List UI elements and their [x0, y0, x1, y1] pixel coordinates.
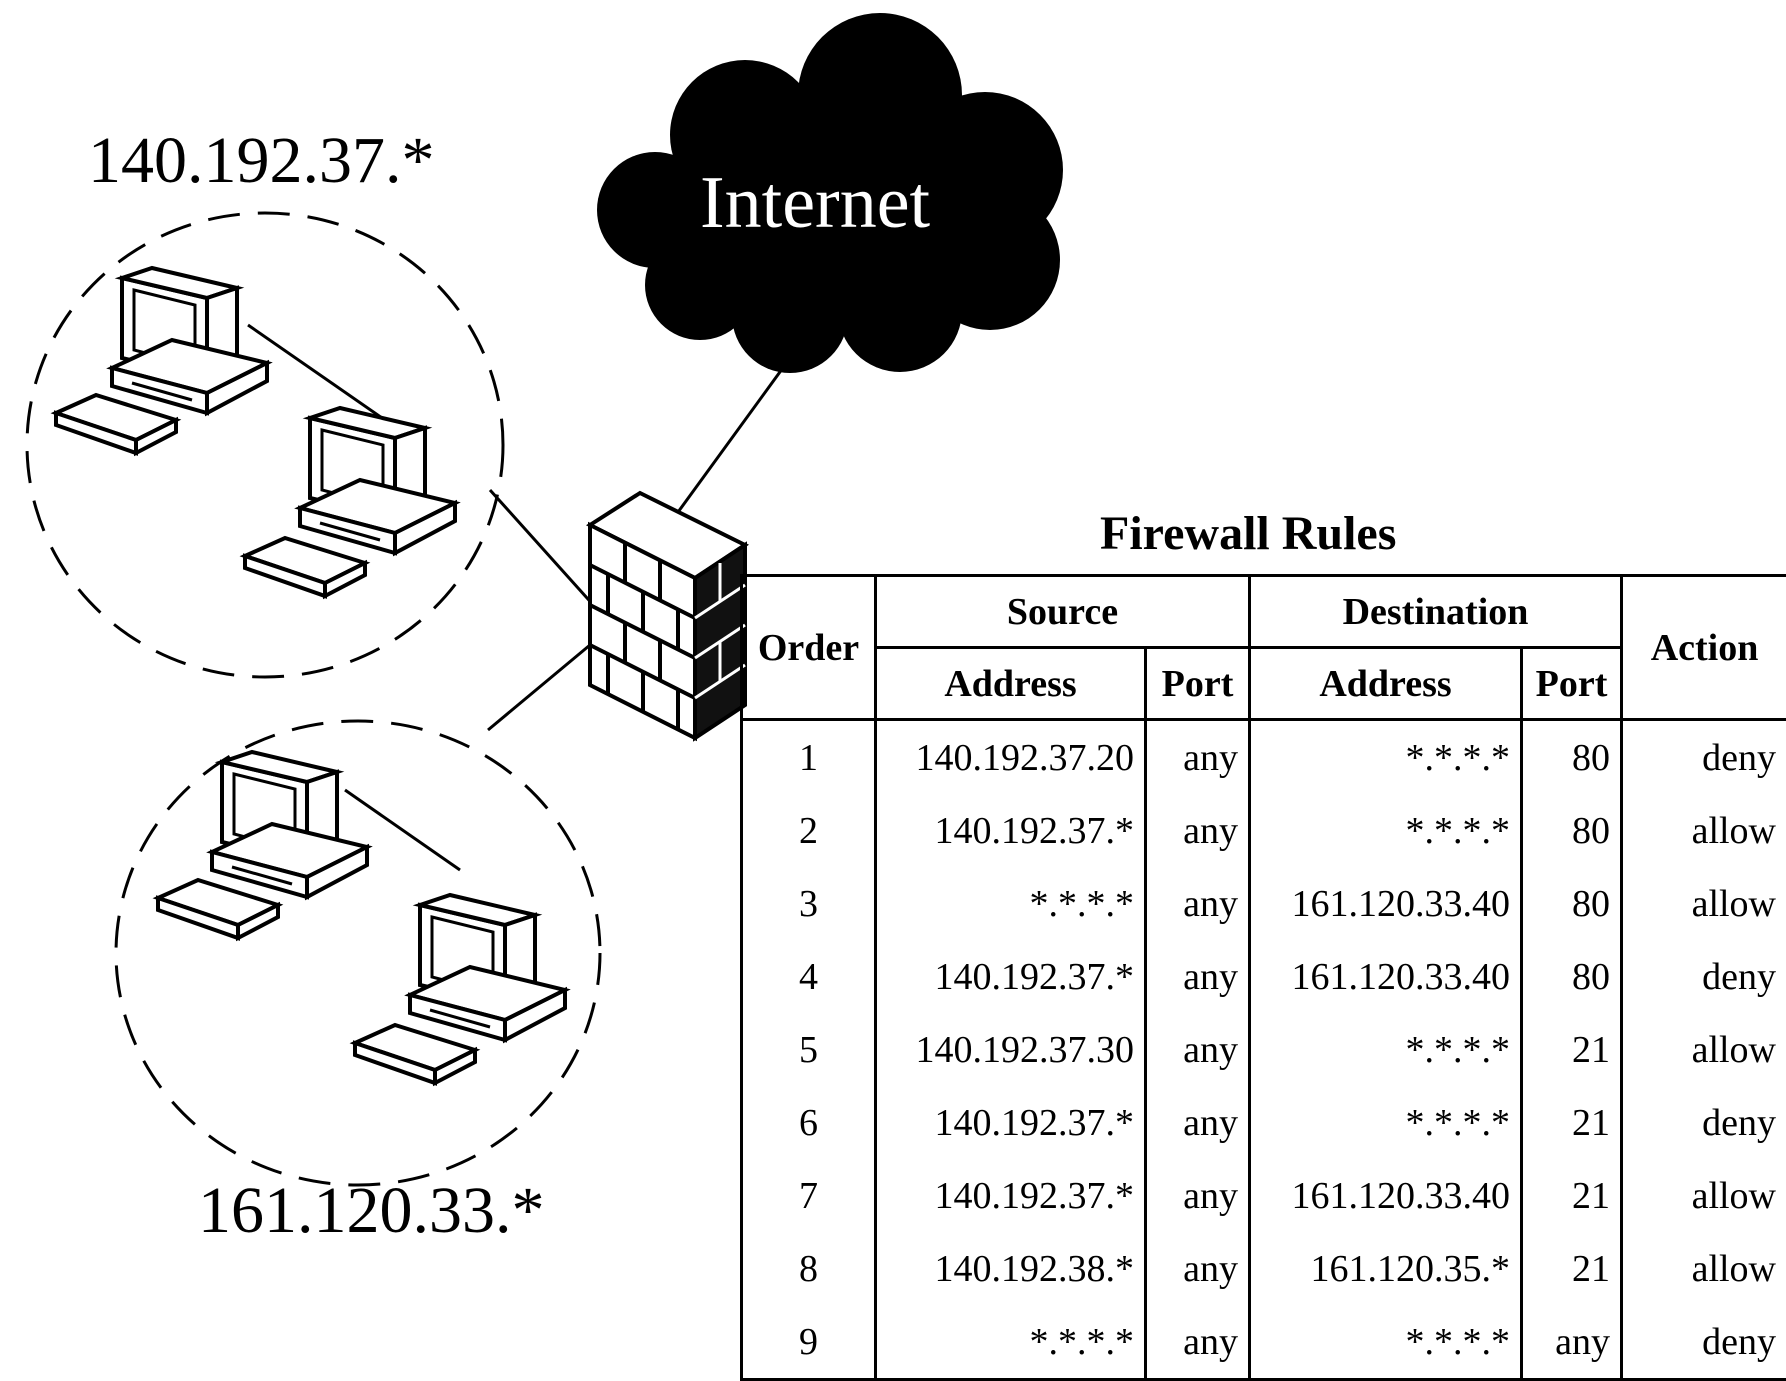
firewall-rules-table: Order Source Destination Action Address …	[740, 574, 1786, 1381]
source-port-cell: any	[1146, 720, 1250, 795]
source-port-cell: any	[1146, 1013, 1250, 1086]
action-cell: deny	[1622, 1305, 1786, 1380]
source-address-cell: 140.192.37.*	[876, 1159, 1146, 1232]
rule-order-cell: 1	[742, 720, 876, 795]
destination-address-cell: 161.120.33.40	[1250, 940, 1522, 1013]
source-port-cell: any	[1146, 1086, 1250, 1159]
header-destination-port: Port	[1522, 648, 1622, 720]
table-title: Firewall Rules	[1100, 510, 1396, 558]
firewall-icon	[590, 493, 745, 738]
rule-order-cell: 9	[742, 1305, 876, 1380]
source-port-cell: any	[1146, 794, 1250, 867]
rule-order-cell: 3	[742, 867, 876, 940]
destination-port-cell: 80	[1522, 720, 1622, 795]
action-cell: deny	[1622, 940, 1786, 1013]
destination-port-cell: 21	[1522, 1159, 1622, 1232]
destination-address-cell: *.*.*.*	[1250, 794, 1522, 867]
source-address-cell: *.*.*.*	[876, 1305, 1146, 1380]
action-cell: deny	[1622, 1086, 1786, 1159]
action-cell: allow	[1622, 867, 1786, 940]
destination-address-cell: *.*.*.*	[1250, 1305, 1522, 1380]
keyboard-icon	[158, 880, 278, 938]
internet-link-line	[665, 365, 785, 530]
destination-port-cell: 21	[1522, 1086, 1622, 1159]
action-cell: allow	[1622, 794, 1786, 867]
source-port-cell: any	[1146, 1159, 1250, 1232]
action-cell: allow	[1622, 1013, 1786, 1086]
source-address-cell: *.*.*.*	[876, 867, 1146, 940]
keyboard-icon	[355, 1025, 475, 1083]
destination-address-cell: *.*.*.*	[1250, 1013, 1522, 1086]
keyboard-icon	[245, 538, 365, 596]
bottom-subnet-link-line	[488, 640, 596, 730]
top-subnet-boundary	[27, 213, 503, 677]
destination-address-cell: 161.120.35.*	[1250, 1232, 1522, 1305]
action-cell: deny	[1622, 720, 1786, 795]
rule-order-cell: 2	[742, 794, 876, 867]
computer-icon	[300, 408, 455, 553]
rule-order-cell: 5	[742, 1013, 876, 1086]
action-cell: allow	[1622, 1159, 1786, 1232]
rule-order-cell: 4	[742, 940, 876, 1013]
destination-address-cell: *.*.*.*	[1250, 720, 1522, 795]
keyboard-icon	[56, 395, 176, 453]
source-address-cell: 140.192.38.*	[876, 1232, 1146, 1305]
computer-icon	[212, 752, 367, 897]
source-address-cell: 140.192.37.*	[876, 1086, 1146, 1159]
header-order: Order	[742, 576, 876, 720]
destination-port-cell: 80	[1522, 794, 1622, 867]
destination-address-cell: 161.120.33.40	[1250, 1159, 1522, 1232]
rule-order-cell: 7	[742, 1159, 876, 1232]
header-source-port: Port	[1146, 648, 1250, 720]
destination-port-cell: 21	[1522, 1013, 1622, 1086]
destination-address-cell: 161.120.33.40	[1250, 867, 1522, 940]
source-address-cell: 140.192.37.*	[876, 794, 1146, 867]
bottom-subnet-label: 161.120.33.*	[198, 1178, 545, 1244]
source-port-cell: any	[1146, 867, 1250, 940]
source-address-cell: 140.192.37.*	[876, 940, 1146, 1013]
source-address-cell: 140.192.37.30	[876, 1013, 1146, 1086]
destination-port-cell: 80	[1522, 867, 1622, 940]
destination-port-cell: 21	[1522, 1232, 1622, 1305]
source-port-cell: any	[1146, 1305, 1250, 1380]
header-action: Action	[1622, 576, 1786, 720]
top-subnet-label: 140.192.37.*	[88, 128, 435, 194]
computer-icon	[112, 268, 267, 413]
action-cell: allow	[1622, 1232, 1786, 1305]
source-port-cell: any	[1146, 940, 1250, 1013]
destination-port-cell: any	[1522, 1305, 1622, 1380]
source-address-cell: 140.192.37.20	[876, 720, 1146, 795]
internet-label: Internet	[700, 166, 930, 240]
destination-address-cell: *.*.*.*	[1250, 1086, 1522, 1159]
computer-icon	[410, 895, 565, 1040]
source-port-cell: any	[1146, 1232, 1250, 1305]
top-subnet-link-line	[490, 490, 596, 608]
header-source-address: Address	[876, 648, 1146, 720]
header-destination: Destination	[1250, 576, 1622, 648]
rule-order-cell: 8	[742, 1232, 876, 1305]
header-destination-address: Address	[1250, 648, 1522, 720]
destination-port-cell: 80	[1522, 940, 1622, 1013]
header-source: Source	[876, 576, 1250, 648]
rule-order-cell: 6	[742, 1086, 876, 1159]
